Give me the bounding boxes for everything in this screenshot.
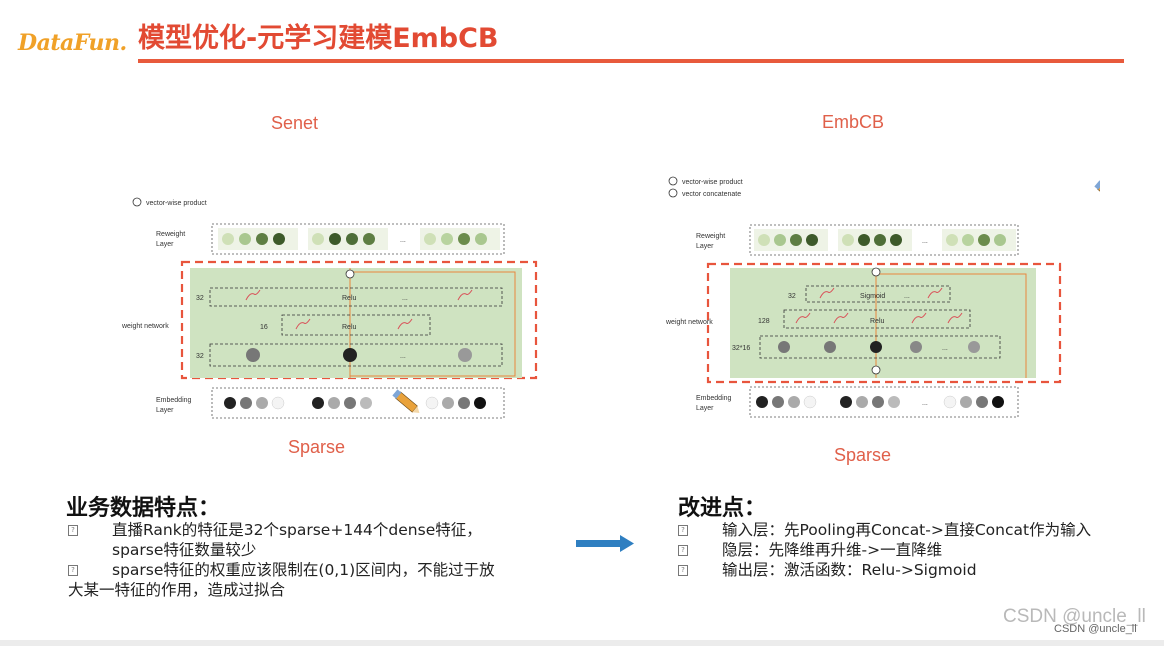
list-item: ?输入层：先Pooling再Concat->直接Concat作为输入 [678,520,1091,540]
svg-text:Layer: Layer [696,243,714,250]
svg-text:Layer: Layer [156,407,174,414]
pencil-icon [392,389,420,413]
svg-text:weight network: weight network [665,319,713,326]
svg-text:Embedding: Embedding [696,395,732,402]
improvements-list: ?输入层：先Pooling再Concat->直接Concat作为输入 ?隐层：先… [678,520,1091,580]
business-features-list: ?直播Rank的特征是32个sparse+144个dense特征，sparse特… [68,520,495,600]
list-item: ?隐层：先降维再升维->一直降维 [678,540,1091,560]
weight-network-label: weight network [121,323,169,330]
business-features-heading: 业务数据特点： [66,496,221,521]
svg-text:...: ... [942,345,948,352]
right-arrow-icon [576,535,634,552]
svg-text:...: ... [402,295,408,302]
list-item: ?sparse特征的权重应该限制在(0,1)区间内，不能过于放 [68,560,495,580]
weight-network-bg [190,268,522,378]
reweight-label: Reweight [156,231,185,238]
svg-text:...: ... [904,293,910,300]
svg-text:128: 128 [758,318,770,325]
svg-text:32*16: 32*16 [732,345,750,352]
product-symbol-icon [668,176,678,186]
svg-text:Relu: Relu [342,295,357,302]
svg-text:vector-wise product: vector-wise product [682,179,743,186]
reweight-box [211,223,505,255]
svg-text:...: ... [400,237,406,244]
watermark: CSDN @uncle_ll [1003,606,1146,627]
svg-text:vector concatenate: vector concatenate [682,191,741,198]
senet-label: Senet [271,113,319,133]
page-title: 模型优化-元学习建模EmbCB [138,23,499,54]
product-symbol-icon [132,197,142,207]
senet-diagram: vector-wise product Reweight Layer ... w… [121,197,538,419]
legend-text: vector-wise product [146,200,207,207]
svg-text:32: 32 [196,295,204,302]
svg-text:Relu: Relu [870,318,885,325]
right-sparse-label: Sparse [834,445,892,465]
left-sparse-label: Sparse [288,437,346,457]
list-item: ?输出层：激活函数：Relu->Sigmoid [678,560,1091,580]
svg-text:Reweight: Reweight [696,233,725,240]
improvements-heading: 改进点： [678,496,767,521]
svg-text:16: 16 [260,324,268,331]
concat-symbol-icon [668,188,678,198]
reweight-label: Layer [156,241,174,248]
watermark-small: CSDN @uncle_ll [1054,623,1137,635]
list-item-continuation: 大某一特征的作用，造成过拟合 [68,581,286,599]
weight-network-frame [180,260,538,380]
svg-text:...: ... [922,238,928,245]
svg-text:32: 32 [196,353,204,360]
embcb-label: EmbCB [822,112,885,132]
list-item: ?直播Rank的特征是32个sparse+144个dense特征，sparse特… [68,520,495,560]
svg-text:32: 32 [788,293,796,300]
pencil-icon [1094,180,1100,204]
svg-text:...: ... [400,353,406,360]
svg-text:Layer: Layer [696,405,714,412]
title-underline [138,59,1124,63]
svg-text:Embedding: Embedding [156,397,192,404]
datafun-logo: DataFun. [18,30,127,56]
embcb-diagram: vector-wise product vector concatenate R… [665,176,1100,418]
svg-text:Relu: Relu [342,324,357,331]
svg-text:Sigmoid: Sigmoid [860,293,885,300]
svg-text:...: ... [922,400,928,407]
